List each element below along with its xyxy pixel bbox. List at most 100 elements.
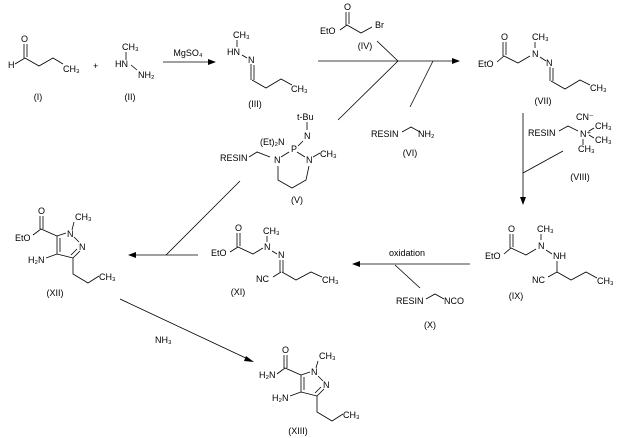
compound-XIII: H₂N O CH₃ N N H₂N CH₃ (XIII) — [259, 345, 360, 436]
atom-label: N⁺ — [580, 129, 591, 139]
atom-label: CH₃ — [291, 84, 308, 94]
atom-label: N — [546, 58, 553, 68]
atom-label: H₂N — [259, 370, 276, 380]
atom-label: CH₃ — [578, 144, 595, 154]
atom-label: NC — [256, 274, 269, 284]
atom-label: NH — [553, 251, 566, 261]
compound-label: (II) — [125, 92, 136, 102]
atom-label: RESIN — [528, 128, 556, 138]
atom-label: CH₃ — [99, 272, 116, 282]
atom-label: H — [8, 60, 15, 70]
atom-label: CH₃ — [122, 42, 139, 52]
compound-X: RESIN NCO (X) — [396, 293, 464, 330]
compound-VIII: RESIN CN⁻ N⁺ CH₃ CH₃ CH₃ (VIII) — [528, 112, 612, 182]
atom-label: N — [67, 229, 74, 239]
compound-label: (XIII) — [288, 426, 308, 436]
reagent-label: oxidation — [389, 248, 425, 258]
atom-label: EtO — [211, 248, 227, 258]
atom-label: NH₂ — [418, 129, 435, 139]
compound-XI: EtO O CH₃ N N NC CH₃ (XI) — [211, 223, 339, 297]
atom-label: N — [274, 155, 281, 165]
compound-label: (XI) — [231, 287, 246, 297]
compound-VII: EtO O CH₃ N N CH₃ (VII) — [478, 32, 607, 106]
atom-label: CN⁻ — [576, 112, 594, 122]
compound-XII: EtO O CH₃ N N H₂N CH₃ (XII) — [15, 206, 116, 298]
atom-label: N — [79, 242, 86, 252]
atom-label: RESIN — [220, 153, 248, 163]
atom-label: (Et)₂N — [260, 137, 285, 147]
compound-IV: EtO O Br (IV) — [320, 2, 384, 51]
atom-label: CH₃ — [320, 149, 337, 159]
atom-label: CH₃ — [233, 30, 250, 40]
compound-label: (VII) — [535, 96, 552, 106]
atom-label: H₂N — [28, 255, 45, 265]
atom-label: P — [291, 144, 297, 154]
atom-label: N — [538, 241, 545, 251]
compound-label: (VI) — [403, 148, 418, 158]
atom-label: CH₃ — [595, 121, 612, 131]
atom-label: CH₃ — [75, 212, 92, 222]
atom-label: CH₃ — [590, 83, 607, 93]
reagent-label: MgSO₄ — [173, 48, 203, 58]
atom-label: N — [532, 49, 539, 59]
atom-label: CH₃ — [63, 64, 80, 74]
arrow-step3 — [520, 113, 564, 205]
atom-label: O — [501, 32, 508, 42]
atom-label: N — [248, 55, 255, 65]
arrow-cyclization — [128, 180, 241, 258]
compound-VI: RESIN NH₂ (VI) — [371, 126, 435, 158]
atom-label: EtO — [478, 59, 494, 69]
compound-label: (IV) — [358, 41, 373, 51]
atom-label: CH₃ — [319, 351, 336, 361]
atom-label: NCO — [444, 296, 464, 306]
atom-label: N — [278, 250, 285, 260]
atom-label: Br — [375, 20, 384, 30]
atom-label: CH₃ — [597, 276, 614, 286]
atom-label: EtO — [320, 26, 336, 36]
atom-label: CH₃ — [537, 224, 554, 234]
atom-label: HN — [227, 47, 240, 57]
atom-label: t-Bu — [297, 112, 314, 122]
atom-label: RESIN — [396, 296, 424, 306]
atom-label: O — [344, 2, 351, 12]
compound-label: (V) — [291, 195, 303, 205]
atom-label: HN — [115, 59, 128, 69]
compound-label: (IX) — [509, 291, 524, 301]
arrow-step2 — [318, 40, 460, 121]
atom-label: N — [304, 131, 311, 141]
plus-sign: + — [93, 61, 98, 71]
atom-label: H₂N — [272, 393, 289, 403]
atom-label: N — [306, 155, 313, 165]
atom-label: N — [264, 242, 271, 252]
atom-label: RESIN — [371, 129, 399, 139]
atom-label: N — [311, 367, 318, 377]
compound-V: t-Bu N (Et)₂N P RESIN N N CH₃ (V) — [220, 112, 337, 205]
atom-label: CH₃ — [263, 226, 280, 236]
arrow-amidation: NH₃ — [119, 298, 254, 362]
atom-label: CH₃ — [343, 410, 360, 420]
compound-IX: EtO O CH₃ N NH NC CH₃ (IX) — [485, 224, 614, 301]
arrow-oxidation: oxidation — [352, 248, 470, 289]
atom-label: EtO — [15, 233, 31, 243]
atom-label: NC — [532, 275, 545, 285]
atom-label: O — [235, 223, 242, 233]
compound-label: (XII) — [47, 288, 64, 298]
atom-label: O — [282, 345, 289, 355]
arrow-step1: MgSO₄ — [163, 48, 216, 65]
atom-label: NH₂ — [138, 70, 155, 80]
atom-label: O — [38, 206, 45, 216]
reagent-label: NH₃ — [155, 335, 172, 345]
compound-label: (X) — [424, 320, 436, 330]
compound-I: H O CH₃ (I) — [8, 34, 80, 102]
atom-label: CH₃ — [595, 135, 612, 145]
compound-label: (III) — [248, 99, 262, 109]
compound-label: (I) — [34, 92, 43, 102]
compound-II: CH₃ HN NH₂ (II) — [115, 42, 155, 102]
atom-label: CH₃ — [532, 32, 549, 42]
compound-III: CH₃ HN N CH₃ (III) — [227, 30, 308, 109]
atom-label: N — [323, 380, 330, 390]
atom-label: O — [21, 34, 28, 44]
atom-label: CH₃ — [322, 275, 339, 285]
atom-label: EtO — [485, 251, 501, 261]
